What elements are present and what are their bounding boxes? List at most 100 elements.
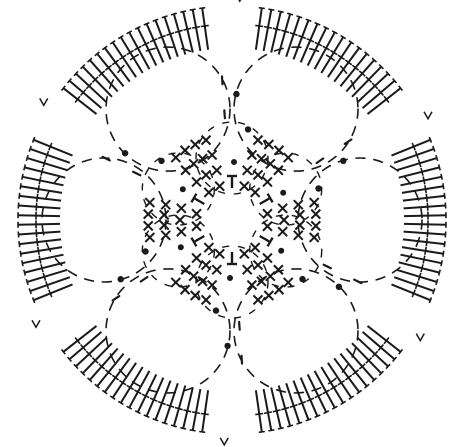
sc-stitch <box>158 209 170 221</box>
slip-stitch-dot <box>233 90 240 98</box>
hdc-stem <box>259 234 271 244</box>
dc-stitch-top <box>363 383 370 389</box>
start-marker <box>238 0 242 3</box>
sc-stitch <box>160 199 171 210</box>
dc-stitch-top <box>80 64 86 70</box>
dc-stitch-top <box>161 15 168 19</box>
dc-stitch-crossbar <box>358 363 366 370</box>
dc-stitch-crossbar <box>35 229 38 238</box>
dc-stitch-top <box>305 18 312 22</box>
chain-dash <box>223 109 226 120</box>
dc-stitch-top <box>356 389 363 395</box>
dc-stitch <box>366 87 402 115</box>
dc-stitch-crossbar <box>272 27 281 31</box>
dc-stitch-crossbar <box>426 202 429 211</box>
dc-stitch-top <box>287 424 294 428</box>
dc-stitch <box>111 41 137 78</box>
dc-stitch <box>339 53 368 88</box>
dc-stitch-crossbar <box>74 95 81 103</box>
sc-stitch <box>252 259 264 271</box>
hdc-stitches <box>190 174 274 266</box>
dc-stitch-top <box>143 414 150 419</box>
hdc-stem <box>259 196 271 206</box>
dc-stitch <box>398 166 440 179</box>
dc-stitch <box>20 185 63 194</box>
dc-stitch <box>96 352 125 387</box>
dc-stitch <box>172 13 187 55</box>
dc-stitch-crossbar <box>85 350 93 358</box>
dc-stitch-crossbar <box>183 409 192 413</box>
dc-stitch <box>285 16 301 58</box>
hdc-top <box>190 237 198 247</box>
sc-stitch <box>144 197 156 208</box>
slip-stitch-dot <box>227 275 233 281</box>
dc-stitch-crossbar <box>337 54 346 61</box>
dc-stitch <box>172 385 187 427</box>
dc-stitch-crossbar <box>411 142 416 151</box>
dc-stitch <box>361 331 396 360</box>
chain-dash <box>238 320 241 331</box>
dc-stitch-crossbar <box>40 264 44 273</box>
dc-stitch-top <box>25 154 29 162</box>
dc-stitch-crossbar <box>414 150 419 159</box>
dc-stitch <box>366 325 402 353</box>
dc-stitch-top <box>323 25 330 30</box>
dc-stitch <box>270 387 282 429</box>
dc-stitch <box>351 66 383 98</box>
dc-stitch-crossbar <box>411 289 416 298</box>
dc-stitch-crossbar <box>141 41 150 47</box>
dc-stitch <box>19 194 62 202</box>
slip-stitch-dot <box>231 159 237 165</box>
dc-stitch-crossbar <box>98 70 106 77</box>
dc-stitch-crossbar <box>126 49 135 56</box>
dc-stitch-top <box>21 173 24 180</box>
dc-stitch-top <box>437 269 441 276</box>
dc-stitch-crossbar <box>157 34 166 40</box>
sc-stitch <box>308 197 320 208</box>
dc-stitch-top <box>161 421 168 425</box>
dc-stitch-top <box>21 260 24 267</box>
dc-stitch-top <box>109 40 116 45</box>
dc-stitch <box>18 214 61 218</box>
dc-stitch <box>351 342 383 374</box>
dc-stitch-crossbar <box>422 176 426 185</box>
dc-stitch-crossbar <box>263 25 273 29</box>
dc-stitch <box>22 175 64 187</box>
sc-stitch <box>191 252 202 264</box>
chain-loop-inner <box>195 121 269 195</box>
dc-stitch <box>163 16 179 58</box>
dc-stitch-top <box>296 421 303 425</box>
dc-stitch-top <box>340 34 347 40</box>
dc-stitch <box>89 347 119 381</box>
sc-stitch <box>176 226 187 237</box>
dc-stitch-top <box>199 430 206 434</box>
sc-stitch <box>252 134 264 146</box>
dc-stitch <box>361 80 396 109</box>
dc-stitch-top <box>199 6 206 10</box>
sc-stitch <box>180 264 191 275</box>
dc-stitch-crossbar <box>424 246 427 255</box>
dc-stitch-top <box>101 45 108 51</box>
hdc-top <box>266 237 274 247</box>
dc-stitch-top <box>18 192 21 199</box>
dc-stitch-crossbar <box>85 82 93 90</box>
dc-stitch <box>327 362 353 399</box>
sc-stitch <box>273 165 284 176</box>
sc-stitch <box>262 208 273 219</box>
dc-stitch-crossbar <box>200 412 209 416</box>
dc-stitch-top <box>170 12 177 16</box>
dc-stitch-crossbar <box>289 31 298 36</box>
dc-stitch <box>270 11 282 53</box>
dc-stitch-top <box>80 370 86 376</box>
sc-stitch <box>191 221 202 232</box>
dc-stitch-top <box>86 57 93 63</box>
dc-stitch-crossbar <box>365 357 373 364</box>
dc-stitch-crossbar <box>306 397 315 403</box>
dc-stitch-top <box>152 18 159 22</box>
sc-stitch <box>239 180 250 192</box>
dc-stitch-crossbar <box>111 374 120 381</box>
dc-stitch <box>393 276 435 293</box>
dc-stitch-top <box>398 348 404 355</box>
dc-stitch <box>18 204 61 210</box>
dc-stitch <box>33 283 73 302</box>
